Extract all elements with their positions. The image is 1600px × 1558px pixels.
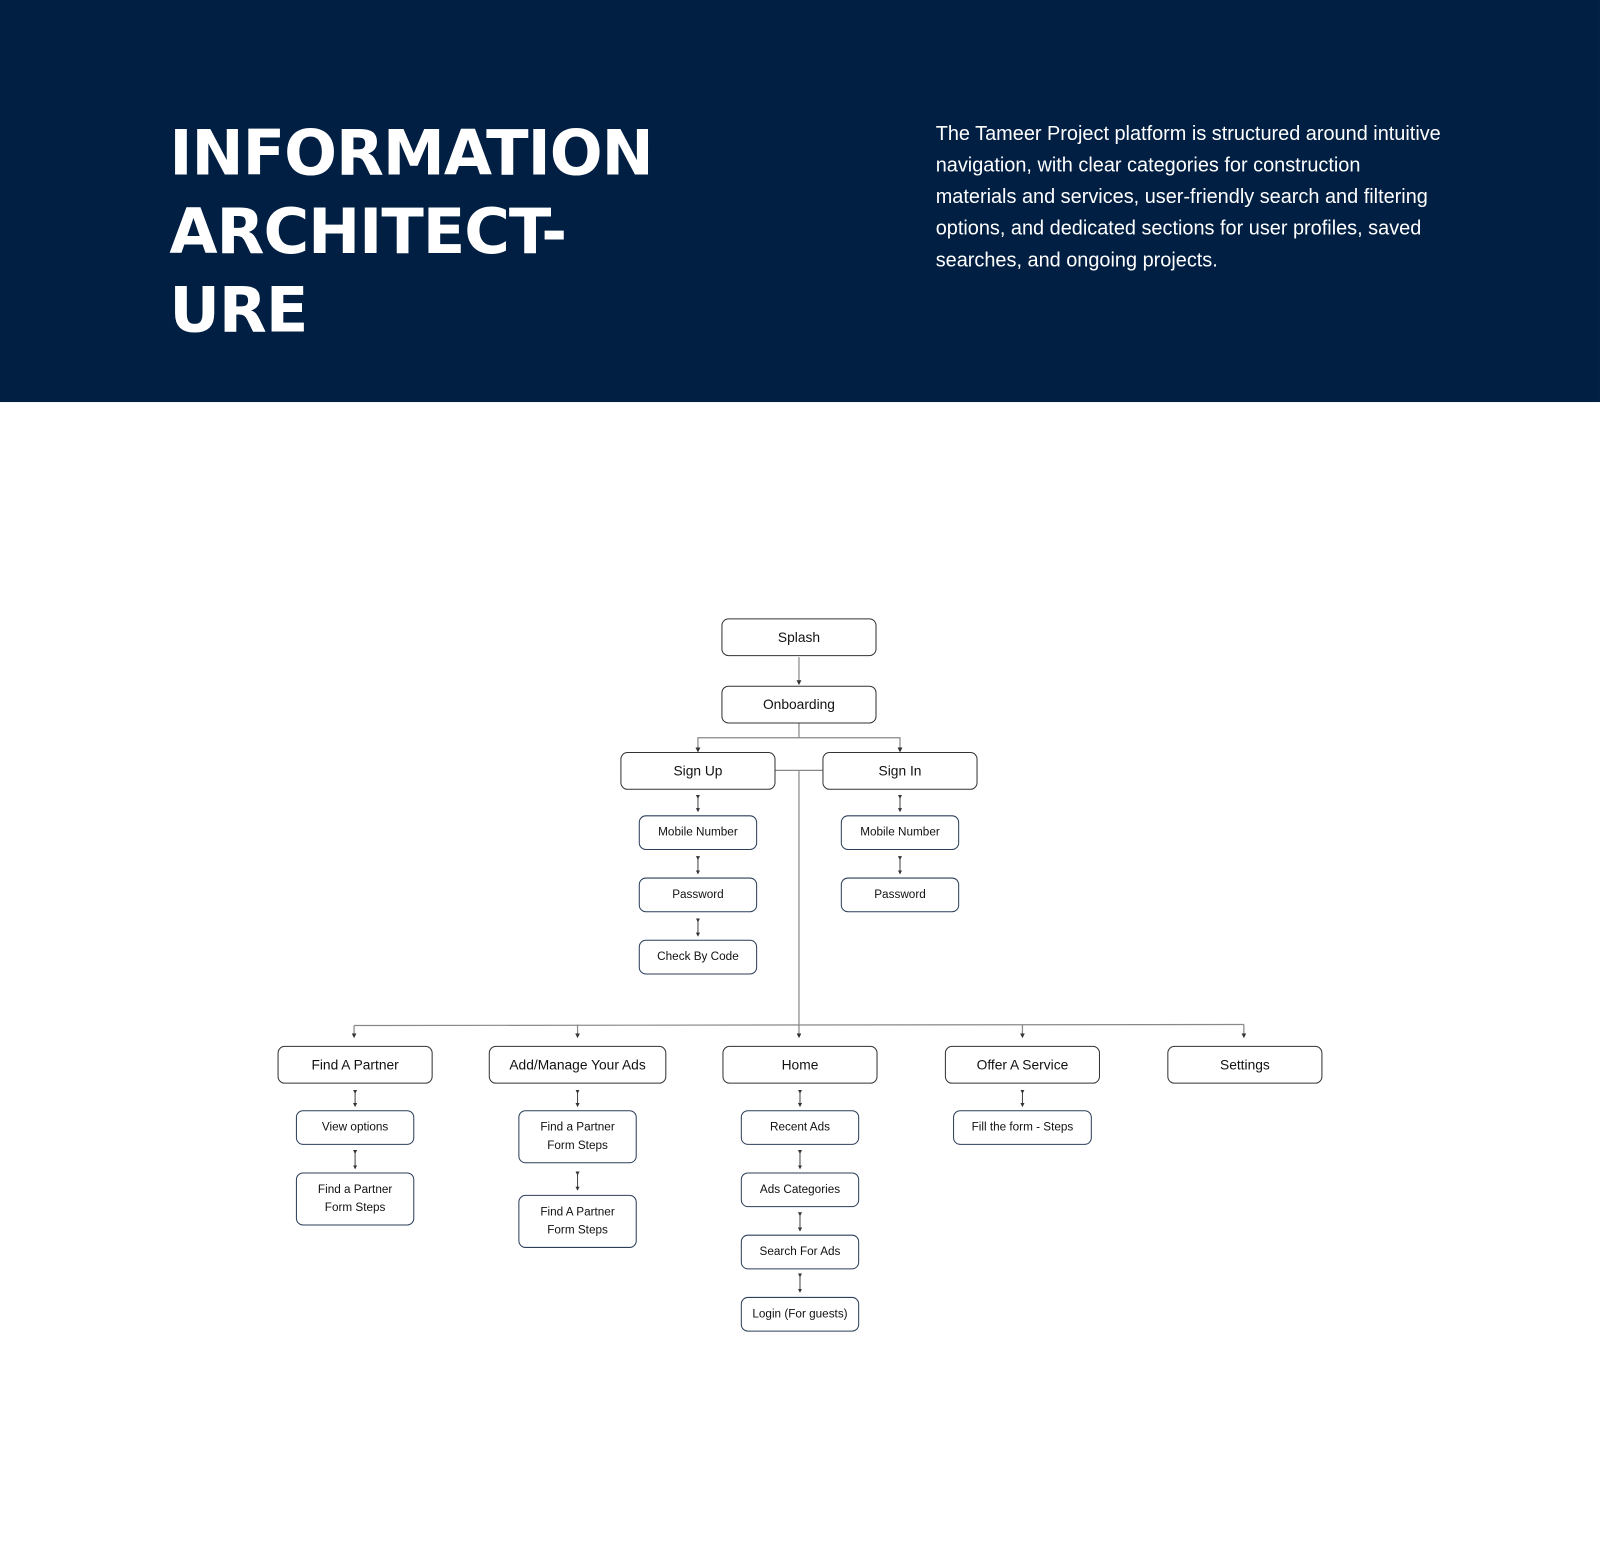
page-description: The Tameer Project platform is structure… (935, 122, 1441, 272)
node-manage-ads: Add/Manage Your Ads (488, 1045, 667, 1084)
node-signup-check-code: Check By Code (638, 939, 758, 975)
connector (354, 1023, 1244, 1027)
node-signup-mobile: Mobile Number (638, 815, 758, 850)
node-signin-password: Password (840, 877, 960, 913)
node-recent-ads: Recent Ads (740, 1110, 860, 1145)
node-signin-mobile: Mobile Number (840, 815, 960, 850)
node-search-ads: Search For Ads (740, 1234, 860, 1270)
node-fill-form: Fill the form - Steps (953, 1110, 1092, 1145)
node-find-partner: Find A Partner (277, 1045, 433, 1084)
node-splash: Splash (721, 618, 877, 657)
connector (798, 737, 903, 753)
node-ads-partner-form-1: Find a Partner Form Steps (518, 1110, 637, 1164)
node-settings: Settings (1167, 1045, 1323, 1084)
node-ads-partner-form-2: Find A Partner Form Steps (518, 1194, 637, 1248)
title-line: INFORMATION (169, 117, 653, 190)
title-line: ARCHITECT- (169, 195, 567, 269)
node-partner-form-steps: Find a Partner Form Steps (295, 1172, 415, 1226)
node-sign-up: Sign Up (620, 752, 776, 790)
node-guest-login: Login (For guests) (740, 1296, 860, 1332)
node-offer-service: Offer A Service (944, 1045, 1100, 1084)
node-view-options: View options (295, 1110, 415, 1145)
title-line: URE (169, 274, 308, 347)
node-onboarding: Onboarding (721, 685, 877, 724)
node-sign-in: Sign In (822, 752, 978, 790)
node-signup-password: Password (638, 877, 758, 913)
node-home: Home (722, 1045, 878, 1084)
node-ads-categories: Ads Categories (740, 1172, 860, 1208)
header-banner: INFORMATION ARCHITECT- URE The Tameer Pr… (0, 0, 1600, 403)
page-title: INFORMATION ARCHITECT- URE (169, 114, 653, 350)
connector (695, 723, 800, 753)
